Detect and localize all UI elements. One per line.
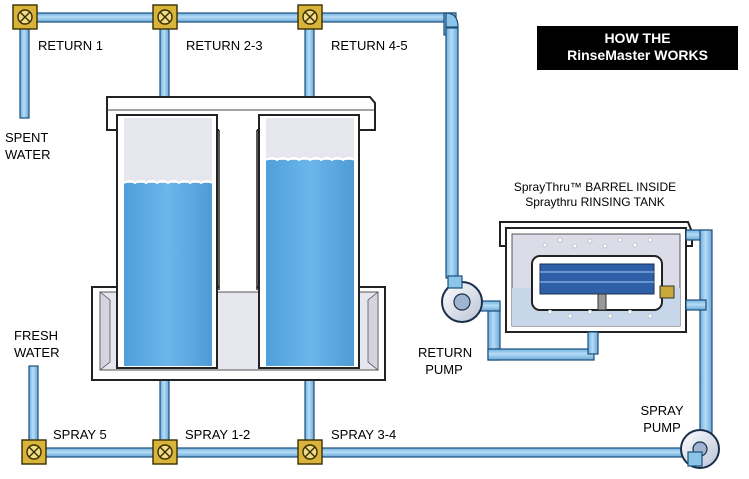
- label-spray-pump-line-1: SPRAY: [640, 403, 684, 418]
- tank-assembly: [91, 96, 386, 381]
- valve-return-2-3: [152, 4, 178, 30]
- valve-spray-1-2: [152, 439, 178, 465]
- return-pump-pipes: [469, 300, 599, 361]
- spray-pump: [680, 429, 720, 469]
- label-fresh-water-line-2: WATER: [14, 345, 60, 360]
- label-spent-water-line-2: WATER: [5, 147, 51, 162]
- label-spray-1-2: SPRAY 1-2: [185, 427, 251, 442]
- valve-spray-3-4: [297, 439, 323, 465]
- spray-pump-pipes: [685, 229, 713, 443]
- label-spray-pump-line-2: PUMP: [643, 420, 681, 435]
- label-return-pump-line-1: RETURN: [418, 345, 473, 360]
- label-barrel-line-2: Spraythru RINSING TANK: [525, 195, 665, 209]
- label-spray-3-4: SPRAY 3-4: [331, 427, 397, 442]
- rinsing-tank: [499, 221, 693, 333]
- valve-return-1: [12, 4, 38, 30]
- title-line-2: RinseMaster WORKS: [567, 47, 708, 63]
- label-fresh-water-line-1: FRESH: [14, 328, 59, 343]
- label-return-4-5: RETURN 4-5: [331, 38, 408, 53]
- title-box: HOW THE RinseMaster WORKS: [537, 26, 738, 70]
- valve-spray-5: [21, 439, 47, 465]
- label-spent-water-line-1: SPENT: [5, 130, 49, 145]
- return-pump: [441, 275, 483, 323]
- label-return-pump-line-2: PUMP: [425, 362, 463, 377]
- label-barrel-line-1: SprayThru™ BARREL INSIDE: [513, 180, 677, 194]
- title-line-1: HOW THE: [604, 30, 671, 46]
- valves: [12, 4, 323, 465]
- valve-return-4-5: [297, 4, 323, 30]
- label-return-1: RETURN 1: [38, 38, 104, 53]
- label-return-2-3: RETURN 2-3: [186, 38, 263, 53]
- label-spray-5: SPRAY 5: [53, 427, 107, 442]
